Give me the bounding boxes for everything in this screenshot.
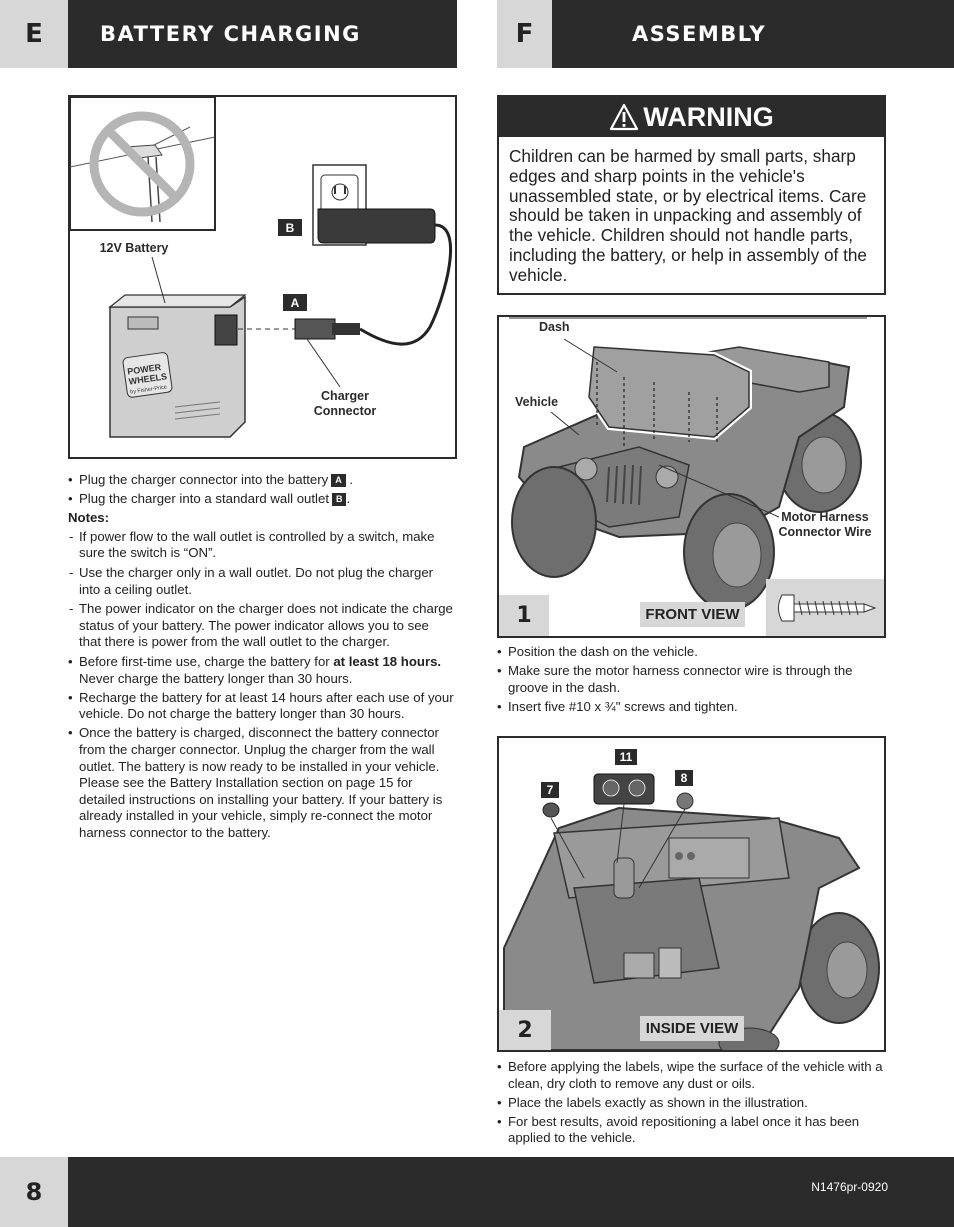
bullet-text-post: Never charge the battery longer than 30 …: [79, 670, 353, 686]
step-plug-outlet: Plug the charger into a standard wall ou…: [68, 491, 454, 508]
motor-harness-label: Motor Harness Connector Wire: [771, 510, 879, 540]
section-e-title: BATTERY CHARGING: [68, 0, 457, 68]
step2-bullet: Place the labels exactly as shown in the…: [497, 1095, 886, 1112]
step2-bullet: For best results, avoid repositioning a …: [497, 1114, 886, 1147]
battery-charging-illustration: POWER WHEELS by Fisher-Price: [70, 97, 452, 438]
step-text: Plug the charger into a standard wall ou…: [79, 491, 329, 507]
label-tag-11: 11: [615, 749, 637, 765]
screw-icon: [778, 594, 877, 622]
front-view-label: FRONT VIEW: [640, 602, 745, 627]
step2-figure: 11 7 8 2 INSIDE VIEW: [497, 736, 886, 1052]
battery-brand-line1: POWER: [127, 362, 163, 377]
dash-label: Dash: [539, 320, 570, 334]
tag-a: A: [283, 294, 307, 311]
step-suffix: .: [346, 491, 351, 507]
note-item: If power flow to the wall outlet is cont…: [68, 529, 454, 562]
step1-bullet: Make sure the motor harness connector wi…: [497, 663, 886, 696]
step2-number: 2: [499, 1010, 551, 1050]
battery-label: 12V Battery: [99, 241, 169, 255]
step-plug-battery: Plug the charger connector into the batt…: [68, 472, 454, 489]
warning-title: WARNING: [643, 101, 774, 132]
bullet-disconnect: Once the battery is charged, disconnect …: [68, 725, 454, 841]
battery-brand-line3: by Fisher-Price: [130, 384, 167, 395]
no-symbol-icon: [89, 111, 195, 217]
step1-number: 1: [499, 595, 549, 636]
document-code: N1476pr-0920: [811, 1180, 888, 1194]
battery-charging-figure: POWER WHEELS by Fisher-Price 12V Battery…: [68, 95, 457, 459]
inside-view-label: INSIDE VIEW: [640, 1016, 744, 1041]
front-view-illustration: [509, 317, 884, 636]
charger-connector-label-line1: Charger: [321, 389, 369, 403]
page-number: 8: [0, 1157, 68, 1227]
warning-header: WARNING: [499, 97, 884, 137]
motor-harness-label-line1: Motor Harness: [781, 510, 869, 524]
bullet-bold: at least 18 hours.: [333, 653, 442, 669]
step2-instructions: Before applying the labels, wipe the sur…: [497, 1059, 886, 1149]
label-tag-7: 7: [541, 782, 559, 798]
step2-bullet: Before applying the labels, wipe the sur…: [497, 1059, 886, 1092]
battery-charging-instructions: Plug the charger connector into the batt…: [68, 472, 454, 844]
step-suffix: .: [345, 472, 354, 487]
bullet-text: Before first-time use, charge the batter…: [79, 653, 334, 669]
warning-triangle-icon: [610, 103, 639, 131]
charger-connector-label-line2: Connector: [313, 404, 377, 418]
section-f-title: ASSEMBLY: [552, 0, 954, 68]
inside-view-illustration: [503, 773, 880, 1050]
label-tag-8: 8: [675, 770, 693, 786]
step1-bullet: Position the dash on the vehicle.: [497, 644, 886, 661]
step-text: Plug the charger connector into the batt…: [79, 472, 329, 487]
tag-b: B: [278, 219, 302, 236]
bullet-first-charge: Before first-time use, charge the batter…: [68, 654, 454, 687]
section-f-letter: F: [497, 0, 552, 68]
notes-heading: Notes:: [68, 510, 110, 526]
badge-a: A: [331, 474, 346, 487]
vehicle-label: Vehicle: [515, 395, 559, 409]
footer-bar: N1476pr-0920: [68, 1157, 954, 1227]
warning-box: WARNING Children can be harmed by small …: [497, 95, 886, 295]
step1-bullet: Insert five #10 x ¾" screws and tighten.: [497, 699, 886, 716]
section-e-letter: E: [0, 0, 68, 68]
warning-text: Children can be harmed by small parts, s…: [509, 146, 867, 285]
charger-connector-label: Charger Connector: [300, 389, 390, 419]
badge-b: B: [331, 493, 347, 507]
step1-instructions: Position the dash on the vehicle. Make s…: [497, 644, 886, 718]
note-item: The power indicator on the charger does …: [68, 601, 454, 651]
motor-harness-label-line2: Connector Wire: [778, 525, 872, 539]
note-item: Use the charger only in a wall outlet. D…: [68, 565, 454, 598]
step1-figure: Dash Vehicle Motor Harness Connector Wir…: [497, 315, 886, 638]
bullet-recharge: Recharge the battery for at least 14 hou…: [68, 690, 454, 723]
